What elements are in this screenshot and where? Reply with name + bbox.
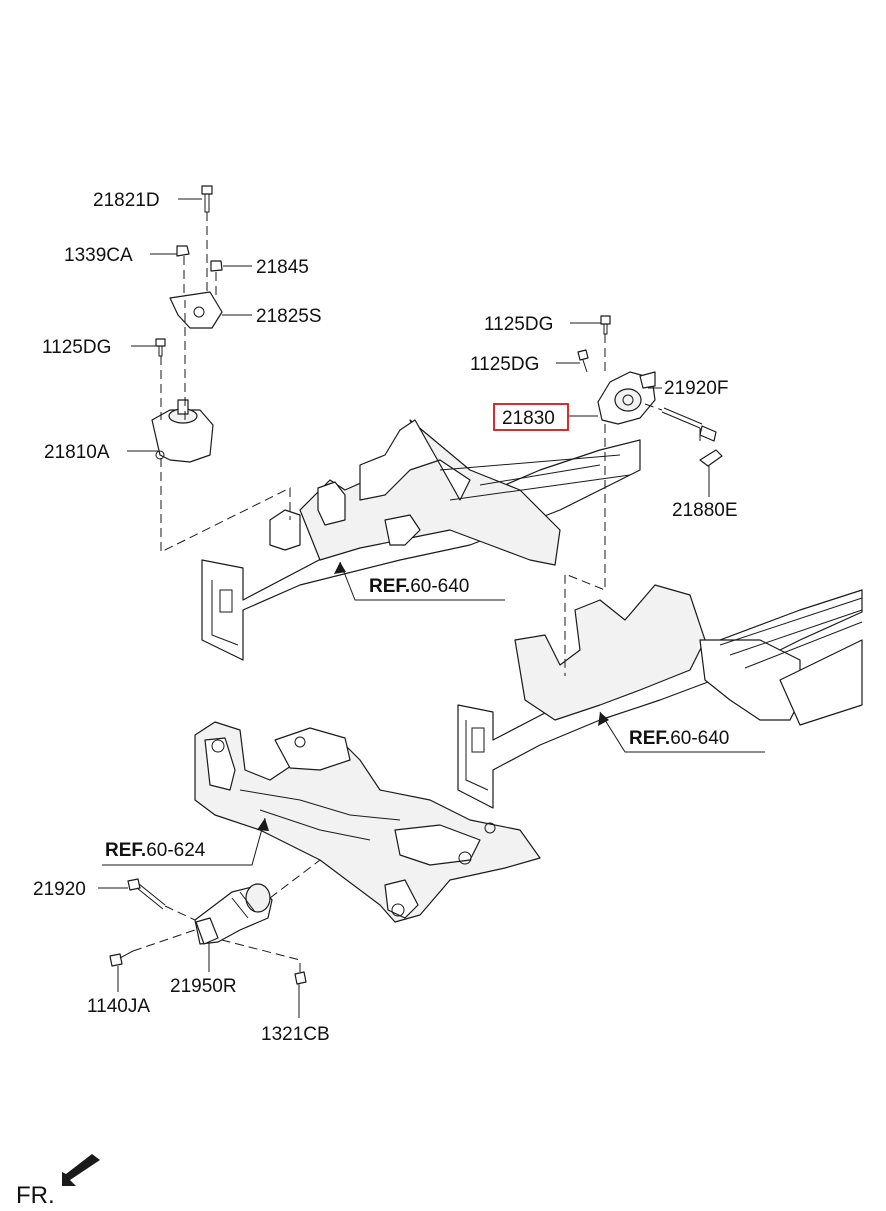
label-21950R[interactable]: 21950R xyxy=(170,976,237,997)
ref-number: 60-624 xyxy=(146,840,206,861)
label-1125DG-left[interactable]: 1125DG xyxy=(42,337,111,358)
label-1321CB[interactable]: 1321CB xyxy=(261,1024,330,1045)
roll-rod-21950R xyxy=(194,883,273,945)
ref-label-60-624[interactable]: REF.60-624 xyxy=(105,840,206,861)
bolt-21821D xyxy=(201,185,213,213)
label-1125DG-mid[interactable]: 1125DG xyxy=(470,354,539,375)
front-arrow-icon xyxy=(62,1154,100,1186)
label-21920[interactable]: 21920 xyxy=(33,879,86,900)
assembly-lines xyxy=(132,212,663,972)
front-side-member-lower xyxy=(457,584,863,809)
ref-number: 60-640 xyxy=(670,728,729,749)
front-subframe xyxy=(194,721,541,923)
washer-21880E xyxy=(699,449,723,467)
label-1140JA[interactable]: 1140JA xyxy=(87,996,150,1017)
nut-1339CA xyxy=(176,245,190,257)
nut-1321CB xyxy=(294,971,307,985)
ref-bold: REF. xyxy=(629,728,670,749)
bolt-21920 xyxy=(127,878,166,910)
label-21880E[interactable]: 21880E xyxy=(672,500,738,521)
label-21825S[interactable]: 21825S xyxy=(256,306,322,327)
bolt-1125DG-mid xyxy=(577,349,589,373)
bolt-1125DG-top xyxy=(600,315,611,335)
nut-21845 xyxy=(210,260,223,272)
label-21821D[interactable]: 21821D xyxy=(93,190,160,211)
ref-label-60-640-lower[interactable]: REF.60-640 xyxy=(629,728,729,749)
label-21920F[interactable]: 21920F xyxy=(664,378,728,399)
label-21845[interactable]: 21845 xyxy=(256,257,309,278)
ref-label-60-640-upper[interactable]: REF.60-640 xyxy=(369,576,469,597)
label-21830[interactable]: 21830 xyxy=(502,408,555,429)
bolt-1125DG-left xyxy=(155,338,166,357)
highlight-box-21830 xyxy=(493,403,569,431)
bolt-1140JA xyxy=(109,950,134,967)
ref-bold: REF. xyxy=(105,840,146,861)
ref-bold: REF. xyxy=(369,576,410,597)
label-1125DG-top[interactable]: 1125DG xyxy=(484,314,553,335)
bolt-21920F xyxy=(661,407,717,442)
front-label: FR. xyxy=(16,1182,55,1209)
front-side-member-upper xyxy=(201,419,641,661)
engine-mount-bracket-21810A xyxy=(151,291,223,463)
transmission-mount-21830 xyxy=(597,371,656,425)
label-1339CA[interactable]: 1339CA xyxy=(64,245,133,266)
ref-number: 60-640 xyxy=(410,576,469,597)
label-21810A[interactable]: 21810A xyxy=(44,442,110,463)
leader-lines xyxy=(98,198,765,1018)
